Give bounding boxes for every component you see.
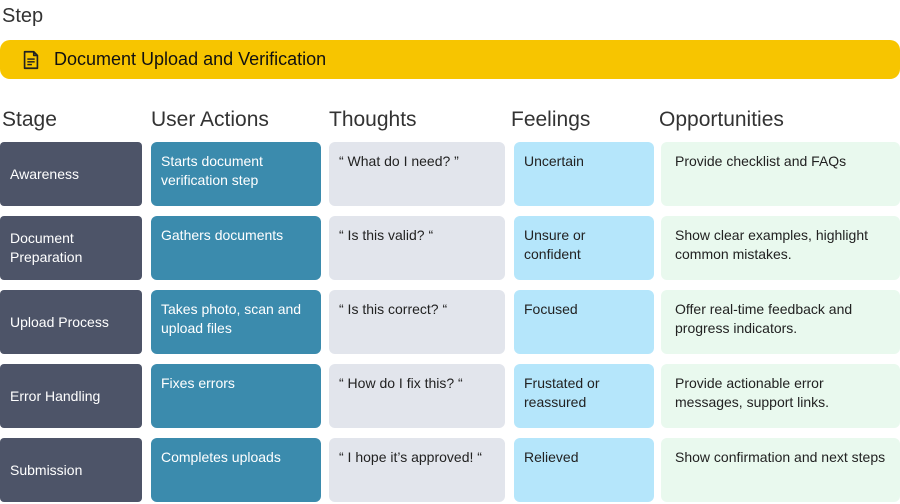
feeling-cell: Focused xyxy=(514,290,654,354)
opportunity-cell: Provide checklist and FAQs xyxy=(661,142,900,206)
thought-cell: “ Is this valid? “ xyxy=(329,216,505,280)
thought-cell: “ I hope it’s approved! “ xyxy=(329,438,505,502)
stage-cell: Awareness xyxy=(0,142,142,206)
thought-cell: “ How do I fix this? “ xyxy=(329,364,505,428)
user-action-cell: Starts document verification step xyxy=(151,142,321,206)
feeling-cell: Frustated or reassured xyxy=(514,364,654,428)
column-header-thoughts: Thoughts xyxy=(329,108,417,131)
stage-cell: Submission xyxy=(0,438,142,502)
stage-cell: Upload Process xyxy=(0,290,142,354)
opportunity-cell: Show clear examples, highlight common mi… xyxy=(661,216,900,280)
column-header-feelings: Feelings xyxy=(511,108,591,131)
banner-title: Document Upload and Verification xyxy=(54,49,327,69)
user-action-cell: Completes uploads xyxy=(151,438,321,502)
feeling-cell: Relieved xyxy=(514,438,654,502)
document-icon xyxy=(23,50,39,69)
feeling-cell: Unsure or confident xyxy=(514,216,654,280)
column-header-opportunities: Opportunities xyxy=(659,108,784,131)
feeling-cell: Uncertain xyxy=(514,142,654,206)
step-banner: Document Upload and Verification xyxy=(0,40,900,79)
user-action-cell: Fixes errors xyxy=(151,364,321,428)
column-header-user-actions: User Actions xyxy=(151,108,269,131)
opportunity-cell: Offer real-time feedback and progress in… xyxy=(661,290,900,354)
step-label: Step xyxy=(2,5,44,27)
thought-cell: “ Is this correct? “ xyxy=(329,290,505,354)
stage-cell: Document Preparation xyxy=(0,216,142,280)
column-header-stage: Stage xyxy=(2,108,57,131)
thought-cell: “ What do I need? ” xyxy=(329,142,505,206)
user-action-cell: Gathers documents xyxy=(151,216,321,280)
user-action-cell: Takes photo, scan and upload files xyxy=(151,290,321,354)
stage-cell: Error Handling xyxy=(0,364,142,428)
opportunity-cell: Provide actionable error messages, suppo… xyxy=(661,364,900,428)
opportunity-cell: Show confirmation and next steps xyxy=(661,438,900,502)
